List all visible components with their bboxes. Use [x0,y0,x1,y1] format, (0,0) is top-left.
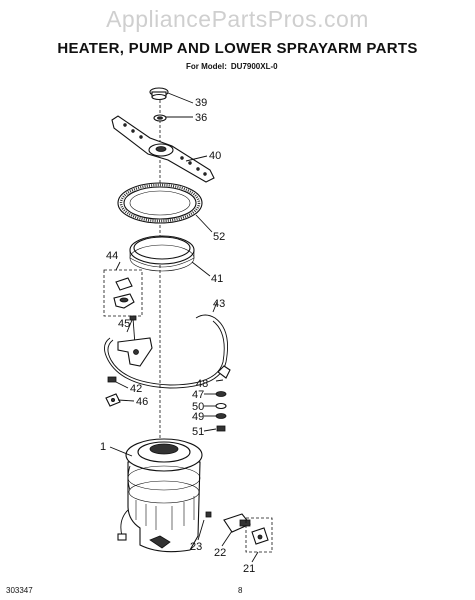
model-label: For Model: [186,62,227,71]
callout-21: 21 [243,563,255,575]
callout-22: 22 [214,547,226,559]
callout-45: 45 [118,318,130,330]
hardware-stack [215,365,231,432]
part-36-washer [153,114,167,122]
callout-39: 39 [195,97,207,109]
part-22-connector [223,513,251,533]
callout-49: 49 [192,411,204,423]
callout-46: 46 [136,396,148,408]
callout-48: 48 [196,378,208,390]
model-number: DU7900XL-0 [230,62,278,71]
part-41-seal-ring [129,235,195,272]
callout-43: 43 [213,298,225,310]
callout-1: 1 [100,441,106,453]
part-52-filter-ring [117,182,203,224]
callout-23: 23 [190,541,202,553]
watermark: AppliancePartsPros.com [106,6,369,32]
callout-41: 41 [211,273,223,285]
part-46-nut [105,393,121,407]
part-44-bracket [103,269,143,317]
page-number: 8 [238,586,243,595]
part-21-component [245,517,273,553]
part-40-sprayarm [111,115,215,183]
model-line: For Model:DU7900XL-0 [186,62,282,71]
diagram-title: HEATER, PUMP AND LOWER SPRAYARM PARTS [57,40,418,57]
callout-50: 50 [192,401,204,413]
callout-52: 52 [213,231,225,243]
callout-42: 42 [130,383,142,395]
callout-47: 47 [192,389,204,401]
footer-code: 303347 [6,586,33,595]
part-1-pump-assembly [117,438,212,553]
part-39-cap [149,87,169,101]
callout-44: 44 [106,250,118,262]
part-45-mount-bracket [117,315,153,367]
part-42-clip [107,376,117,383]
callout-51: 51 [192,426,204,438]
leader-lines [109,92,259,563]
callout-40: 40 [209,150,221,162]
part-43-heater-element [104,314,229,389]
callout-36: 36 [195,112,207,124]
